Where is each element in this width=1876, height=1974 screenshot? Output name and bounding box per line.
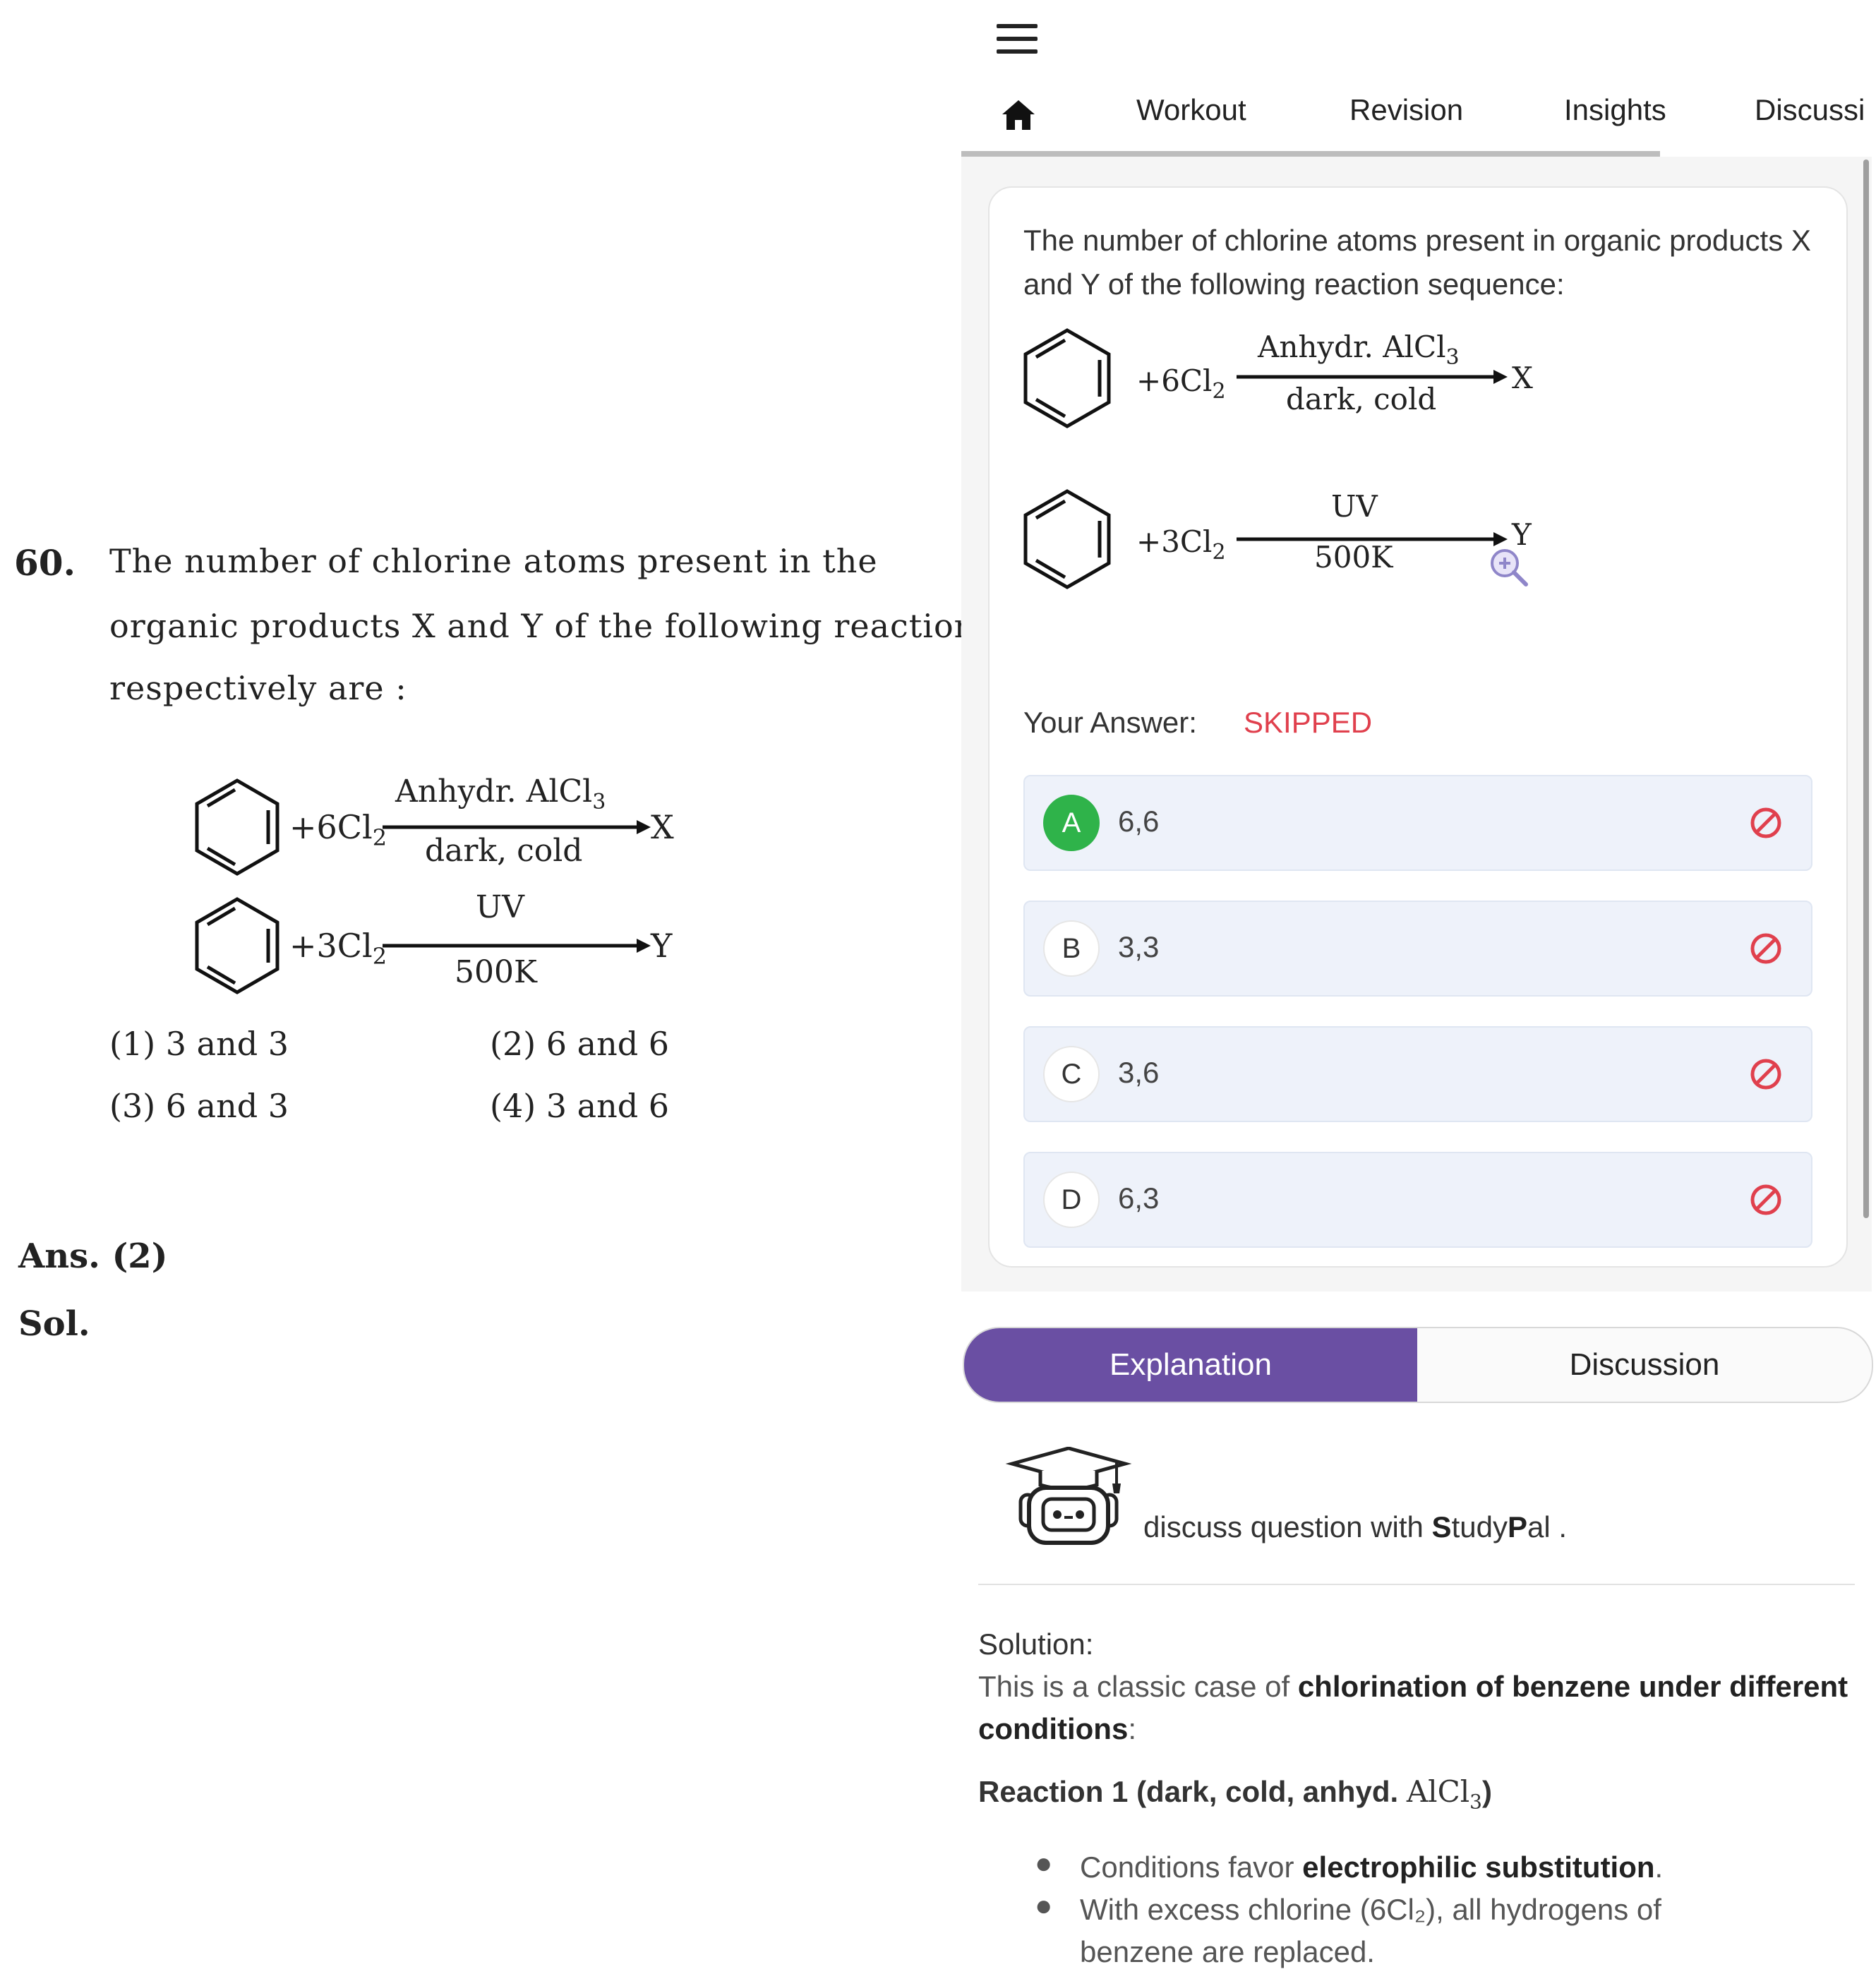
answer-option-d[interactable]: D 6,3 bbox=[1023, 1152, 1812, 1248]
product-label: Y bbox=[650, 927, 673, 965]
reaction-image[interactable]: +6Cl2 Anhydr. AlCl3 dark, cold X +3Cl2 U… bbox=[1023, 326, 1537, 594]
reaction-scheme-left: +6Cl2 Anhydr. AlCl3 dark, cold X +3Cl2 U… bbox=[195, 774, 674, 994]
option-1: (1) 3 and 3 bbox=[109, 1025, 289, 1063]
menu-icon[interactable] bbox=[997, 24, 1039, 56]
prohibited-icon bbox=[1750, 1184, 1781, 1215]
benzene-ring-icon bbox=[1023, 328, 1111, 428]
product-label: X bbox=[651, 808, 674, 846]
answer-option-b[interactable]: B 3,3 bbox=[1023, 901, 1812, 997]
question-line-2: organic products X and Y of the followin… bbox=[109, 607, 1004, 645]
condition-below: dark, cold bbox=[1286, 382, 1436, 416]
tab-workout[interactable]: Workout bbox=[1136, 93, 1246, 126]
reagent-label: +6Cl2 bbox=[289, 808, 387, 851]
benzene-ring-icon bbox=[1023, 489, 1111, 589]
option-letter: D bbox=[1043, 1172, 1100, 1228]
studypal-link[interactable]: discuss question with StudyPal . bbox=[1143, 1510, 1568, 1543]
option-letter: C bbox=[1043, 1046, 1100, 1102]
question-text: The number of chlorine atoms present in … bbox=[1023, 224, 1811, 301]
condition-below: 500K bbox=[455, 954, 538, 990]
option-2: (2) 6 and 6 bbox=[490, 1025, 670, 1063]
product-label: Y bbox=[1511, 517, 1532, 552]
option-letter: A bbox=[1043, 795, 1100, 851]
bullet-icon: ● bbox=[1035, 1846, 1053, 1879]
explanation-button[interactable]: Explanation bbox=[964, 1328, 1417, 1402]
option-value: 3,3 bbox=[1118, 930, 1160, 963]
tab-insights[interactable]: Insights bbox=[1564, 93, 1666, 126]
answer-option-c[interactable]: C 3,6 bbox=[1023, 1026, 1812, 1122]
bullet-icon: ● bbox=[1035, 1889, 1053, 1922]
answer-status: SKIPPED bbox=[1244, 706, 1373, 739]
tab-discussion[interactable]: Discussi bbox=[1755, 93, 1865, 126]
question-line-3: respectively are : bbox=[109, 669, 407, 707]
bullet-item: With excess chlorine (6Cl₂), all hydroge… bbox=[1080, 1893, 1661, 1968]
reagent-label: +3Cl2 bbox=[289, 927, 387, 970]
option-value: 6,6 bbox=[1118, 805, 1160, 838]
condition-above: Anhydr. AlCl3 bbox=[395, 774, 606, 814]
condition-above: UV bbox=[476, 889, 525, 925]
prohibited-icon bbox=[1750, 1059, 1781, 1090]
zoom-in-icon[interactable] bbox=[1491, 549, 1528, 586]
product-label: X bbox=[1512, 361, 1533, 395]
solution-text: Solution: This is a classic case of chlo… bbox=[978, 1623, 1853, 1750]
bullet-item: Conditions favor electrophilic substitut… bbox=[1080, 1850, 1664, 1884]
option-value: 6,3 bbox=[1118, 1181, 1160, 1215]
option-3: (3) 6 and 3 bbox=[109, 1087, 289, 1125]
divider bbox=[978, 1584, 1855, 1585]
solution-intro: This is a classic case of chlorination o… bbox=[978, 1670, 1848, 1745]
answer-line: Ans. (2) bbox=[18, 1236, 168, 1276]
condition-below: dark, cold bbox=[425, 833, 582, 869]
solution-label: Sol. bbox=[18, 1304, 90, 1344]
prohibited-icon bbox=[1750, 807, 1781, 838]
explanation-toggle: Explanation Discussion bbox=[963, 1327, 1873, 1403]
answer-option-a[interactable]: A 6,6 bbox=[1023, 775, 1812, 871]
solution-heading: Solution: bbox=[978, 1627, 1094, 1661]
question-line-1: The number of chlorine atoms present in … bbox=[109, 542, 878, 580]
prohibited-icon bbox=[1750, 933, 1781, 964]
discussion-button[interactable]: Discussion bbox=[1569, 1347, 1720, 1382]
option-4: (4) 3 and 6 bbox=[490, 1087, 670, 1125]
home-icon[interactable] bbox=[1001, 99, 1036, 131]
reagent-label: +3Cl2 bbox=[1136, 524, 1226, 565]
benzene-ring-icon bbox=[195, 897, 279, 994]
scrollbar[interactable] bbox=[1863, 160, 1869, 1218]
studypal-robot-icon[interactable] bbox=[1005, 1447, 1132, 1546]
your-answer-label: Your Answer: bbox=[1023, 706, 1197, 739]
benzene-ring-icon bbox=[195, 778, 279, 876]
option-value: 3,6 bbox=[1118, 1056, 1160, 1089]
condition-above: Anhydr. AlCl3 bbox=[1257, 330, 1460, 370]
condition-above: UV bbox=[1331, 489, 1378, 524]
tab-revision[interactable]: Revision bbox=[1349, 93, 1464, 126]
question-number: 60. bbox=[14, 542, 76, 584]
option-letter: B bbox=[1043, 920, 1100, 977]
reaction1-heading: Reaction 1 (dark, cold, anhyd. AlCl3) bbox=[978, 1774, 1492, 1814]
reagent-label: +6Cl2 bbox=[1136, 363, 1226, 404]
condition-below: 500K bbox=[1314, 540, 1394, 574]
